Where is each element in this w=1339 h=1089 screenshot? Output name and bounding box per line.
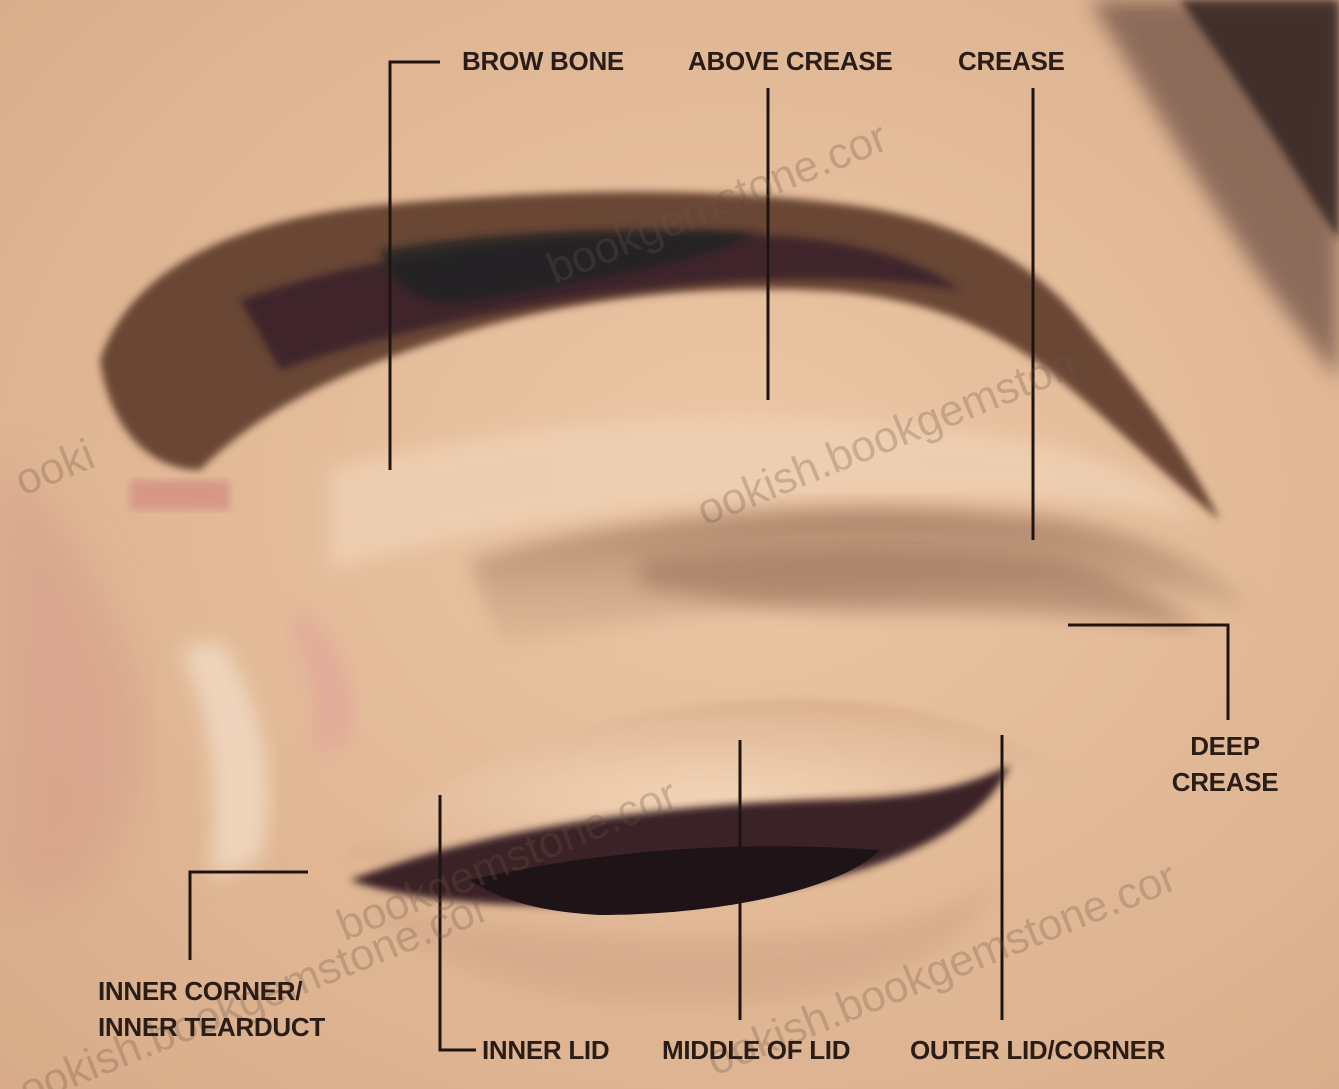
middle-of-lid-label: MIDDLE OF LID	[662, 1032, 850, 1068]
inner-corner-label-line1: INNER CORNER/	[98, 973, 325, 1009]
above-crease-label: ABOVE CREASE	[688, 43, 892, 79]
inner-corner-label-line2: INNER TEARDUCT	[98, 1009, 325, 1045]
eyebrow-pink-patch	[130, 480, 230, 510]
crease-label: CREASE	[958, 43, 1065, 79]
deep-crease-label-line2: CREASE	[1160, 764, 1290, 800]
brow-bone-label: BROW BONE	[462, 43, 624, 79]
inner-lid-label: INNER LID	[482, 1032, 609, 1068]
outer-lid-label: OUTER LID/CORNER	[910, 1032, 1165, 1068]
inner-corner-label: INNER CORNER/ INNER TEARDUCT	[98, 973, 325, 1045]
deep-crease-label-line1: DEEP	[1160, 728, 1290, 764]
deep-crease-label: DEEP CREASE	[1160, 728, 1290, 800]
